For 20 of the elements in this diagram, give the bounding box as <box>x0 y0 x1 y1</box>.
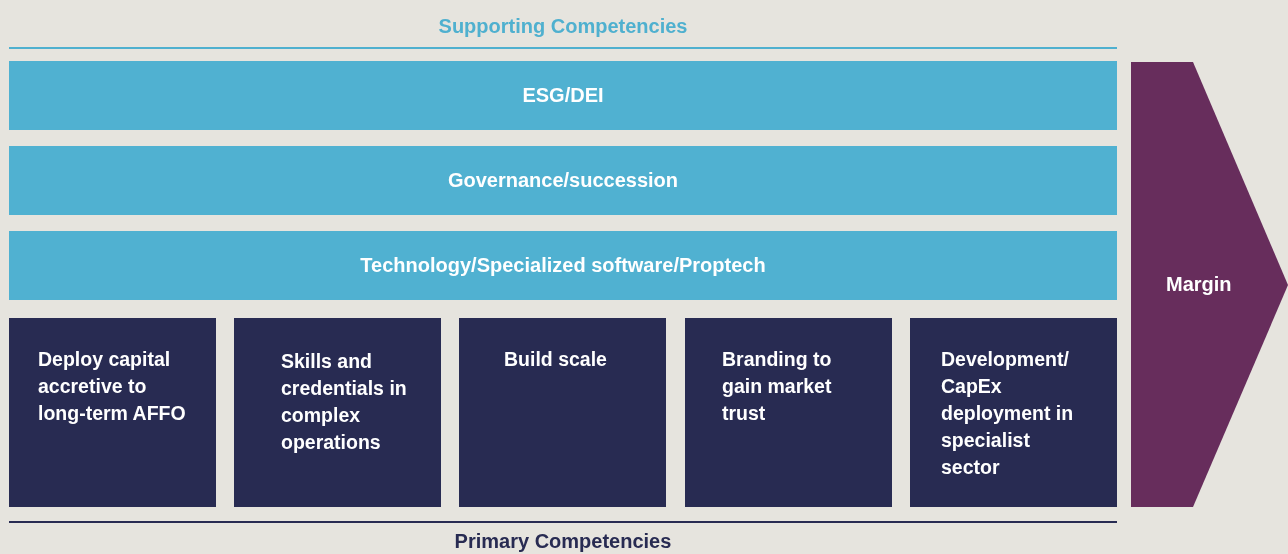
support-band <box>9 231 1117 300</box>
activity-label: Development/ CapEx deployment in specialist sector <box>941 347 1075 480</box>
margin-chevron <box>1131 62 1288 507</box>
activity-box <box>685 318 892 507</box>
section-heading: Primary Competencies <box>453 530 673 553</box>
band-label: Governance/succession <box>447 169 679 192</box>
band-label: ESG/DEI <box>522 84 604 107</box>
activity-box <box>910 318 1117 507</box>
support-band <box>9 61 1117 130</box>
activity-label: Branding to gain market trust <box>722 347 833 426</box>
activity-box <box>459 318 666 507</box>
support-band <box>9 146 1117 215</box>
margin-label: Margin <box>1166 273 1232 296</box>
activity-label: Deploy capital accretive to long-term AFFO <box>38 347 187 426</box>
band-label: Technology/Specialized software/Proptech <box>360 254 766 277</box>
activity-label: Skills and credentials in complex operations <box>281 349 408 455</box>
activity-box <box>9 318 216 507</box>
section-heading: Supporting Competencies <box>437 15 689 38</box>
activity-box <box>234 318 441 507</box>
activity-label: Build scale <box>504 347 608 372</box>
